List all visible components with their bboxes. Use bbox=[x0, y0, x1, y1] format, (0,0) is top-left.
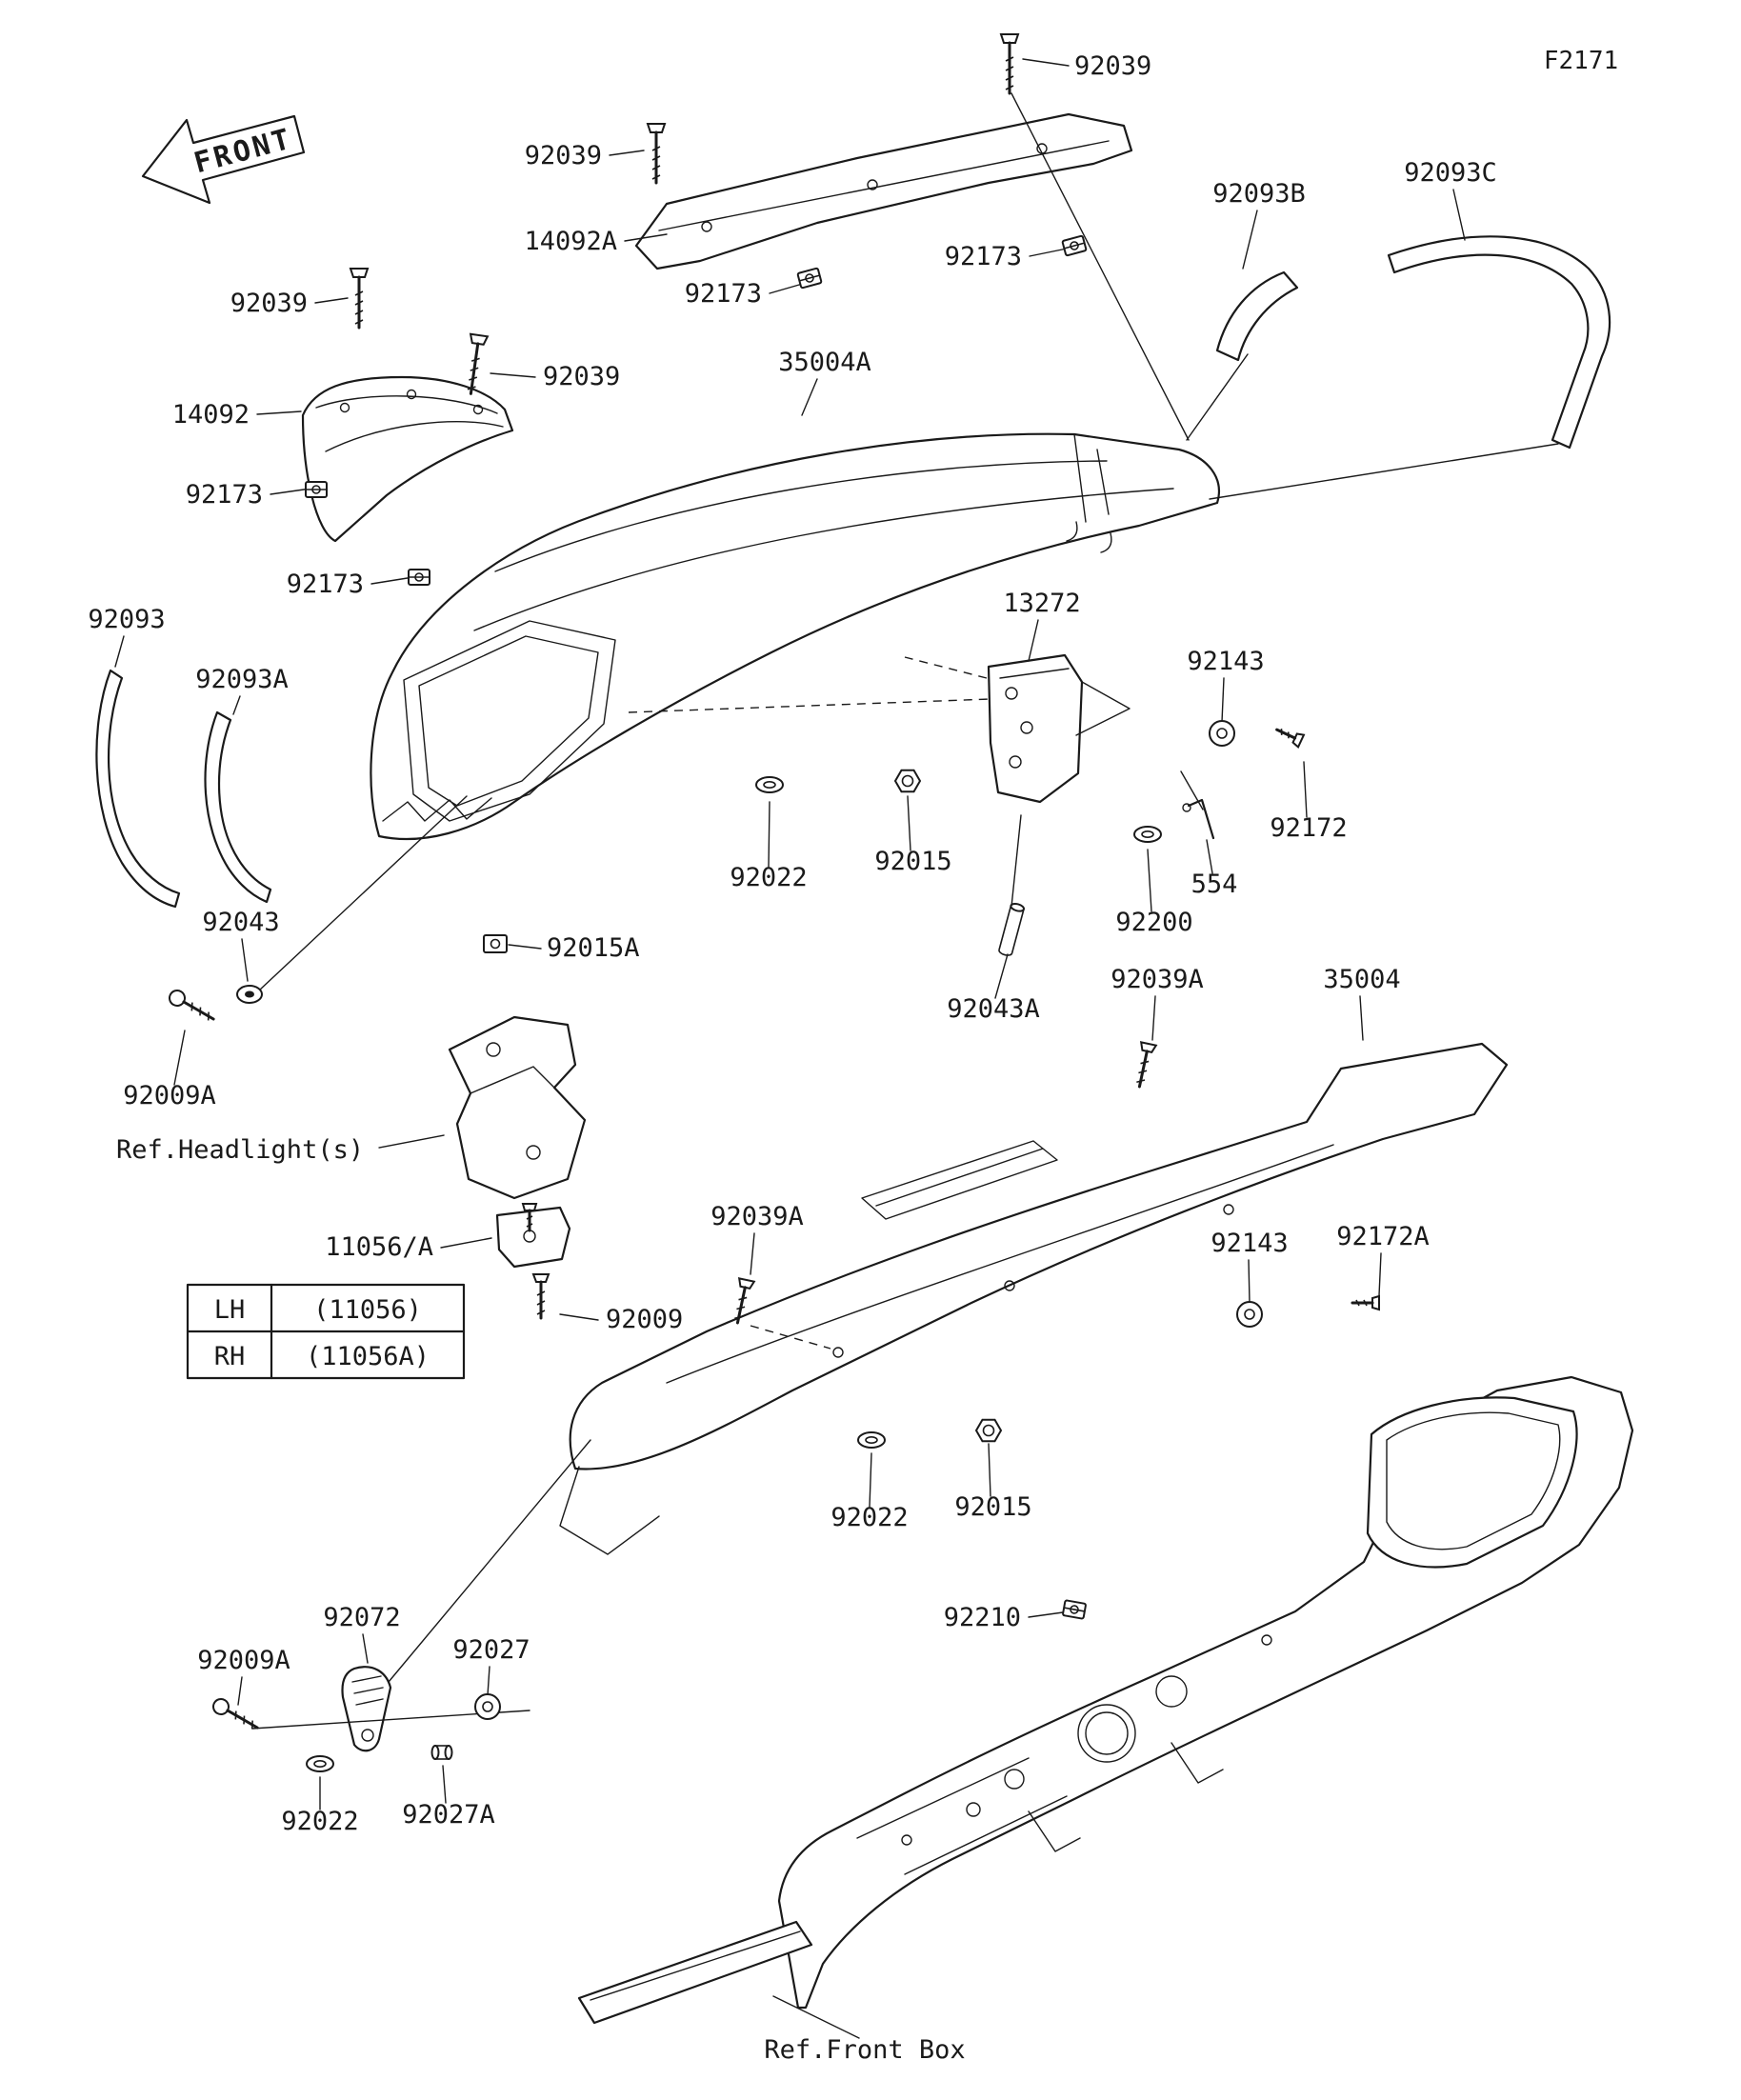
part-label-92072: 92072 bbox=[323, 1603, 400, 1632]
clip-icon-92173-b bbox=[1061, 234, 1088, 257]
part-label-92093: 92093 bbox=[88, 605, 165, 634]
washer-icon-92022-upper bbox=[755, 776, 784, 793]
clip-icon-92173-c bbox=[305, 481, 328, 498]
front-arrow-label: FRONT bbox=[190, 122, 296, 180]
part-label-92027a: 92027A bbox=[402, 1800, 495, 1830]
clip-icon-92173-d bbox=[408, 569, 430, 586]
clip-icon-92173-a bbox=[796, 267, 823, 290]
part-label-35004: 35004 bbox=[1323, 965, 1400, 994]
part-headlight-bracket bbox=[448, 1015, 587, 1200]
screw-icon-92009a-upper bbox=[165, 986, 219, 1028]
part-label-92039-brace: 92039 bbox=[525, 141, 602, 170]
part-label-92093c: 92093C bbox=[1404, 158, 1497, 188]
part-fender-cover-35004a bbox=[370, 432, 1220, 841]
screw-icon-92039a-upper bbox=[1131, 1040, 1158, 1090]
part-label-92173-c: 92173 bbox=[186, 480, 263, 510]
part-trim-92093a bbox=[204, 710, 272, 904]
washer-icon-92200 bbox=[1133, 826, 1162, 843]
figure-code: F2171 bbox=[1544, 47, 1618, 75]
part-lever-92072 bbox=[341, 1666, 392, 1752]
part-label-92009a-upper: 92009A bbox=[123, 1081, 216, 1110]
part-label-92172: 92172 bbox=[1270, 813, 1347, 843]
part-trim-92093b bbox=[1215, 270, 1299, 362]
part-label-92009a-lower: 92009A bbox=[197, 1646, 290, 1675]
washer-icon-92022-mid bbox=[857, 1431, 886, 1449]
part-label-92200: 92200 bbox=[1115, 908, 1192, 937]
part-label-92039a-upper: 92039A bbox=[1111, 965, 1204, 994]
part-bracket-13272 bbox=[987, 653, 1131, 804]
part-label-14092a: 14092A bbox=[524, 227, 617, 256]
part-label-92173-b: 92173 bbox=[945, 242, 1022, 271]
leader-lines bbox=[114, 58, 1559, 2039]
part-label-554: 554 bbox=[1191, 870, 1238, 899]
part-label-92093b: 92093B bbox=[1212, 179, 1306, 209]
part-label-92172a: 92172A bbox=[1336, 1222, 1430, 1251]
screw-icon-92039-top bbox=[999, 32, 1020, 95]
part-label-92015a: 92015A bbox=[547, 933, 640, 963]
part-label-14092: 14092 bbox=[172, 400, 250, 430]
part-label-35004a: 35004A bbox=[778, 348, 871, 377]
pin-icon-92043a bbox=[997, 901, 1026, 958]
screw-icon-92039-brace bbox=[646, 122, 667, 185]
part-front-box-panel bbox=[577, 1375, 1634, 2025]
part-label-92022-lower: 92022 bbox=[281, 1807, 358, 1836]
part-label-92173-d: 92173 bbox=[287, 570, 364, 599]
part-label-92009: 92009 bbox=[606, 1305, 683, 1334]
part-cover-14092 bbox=[301, 375, 514, 543]
part-labels: 92039 92039 14092A 92173 92173 92093B 92… bbox=[88, 51, 1496, 1836]
screw-icon-92039-cover-top bbox=[349, 267, 370, 330]
part-pin-554 bbox=[1182, 798, 1215, 840]
part-bracket-11056 bbox=[495, 1206, 571, 1269]
collar-icon-92027a bbox=[430, 1745, 453, 1760]
part-label-92039-cover-top: 92039 bbox=[230, 289, 308, 318]
part-label-92022-mid: 92022 bbox=[830, 1503, 908, 1532]
clip-icon-92210 bbox=[1061, 1599, 1088, 1620]
part-label-92043: 92043 bbox=[202, 908, 279, 937]
part-label-92143-upper: 92143 bbox=[1187, 647, 1264, 676]
part-label-92210: 92210 bbox=[944, 1603, 1021, 1632]
nut-icon-92015-mid bbox=[975, 1418, 1002, 1443]
nut-icon-92015a bbox=[483, 934, 508, 953]
part-label-92173-a: 92173 bbox=[685, 279, 762, 309]
grommet-icon-92043 bbox=[236, 985, 263, 1004]
lh-rh-table: LH (11056) RH (11056A) bbox=[186, 1283, 466, 1380]
washer-icon-92027 bbox=[474, 1693, 501, 1720]
ref-headlight-label: Ref.Headlight(s) bbox=[116, 1135, 364, 1165]
table-cell-rh: RH bbox=[214, 1342, 246, 1371]
part-label-92093a: 92093A bbox=[195, 665, 289, 694]
hardware-icons bbox=[165, 32, 1381, 1772]
part-trim-92093 bbox=[95, 669, 181, 909]
table-cell-lh-number: (11056) bbox=[313, 1295, 422, 1325]
part-label-92143-lower: 92143 bbox=[1211, 1229, 1288, 1258]
part-label-11056a: 11056/A bbox=[325, 1232, 433, 1262]
part-label-92043a: 92043A bbox=[947, 994, 1040, 1024]
screw-icon-92172a bbox=[1351, 1294, 1381, 1311]
part-label-92015-upper: 92015 bbox=[874, 847, 951, 876]
front-direction-arrow: FRONT bbox=[141, 114, 306, 205]
part-label-13272: 13272 bbox=[1003, 589, 1080, 618]
part-label-92039-cover-right: 92039 bbox=[543, 362, 620, 391]
part-windshield-brace-14092a bbox=[634, 112, 1133, 270]
screw-icon-92009 bbox=[531, 1272, 550, 1320]
washer-icon-92143-lower bbox=[1236, 1301, 1263, 1328]
screw-icon-92172 bbox=[1272, 722, 1306, 749]
part-label-92022-upper: 92022 bbox=[730, 863, 807, 892]
table-cell-rh-number: (11056A) bbox=[306, 1342, 430, 1371]
part-trim-92093c bbox=[1387, 235, 1611, 450]
part-label-92015-mid: 92015 bbox=[954, 1492, 1031, 1522]
part-label-92039a-mid: 92039A bbox=[710, 1202, 804, 1231]
part-label-92039-top: 92039 bbox=[1074, 51, 1151, 81]
washer-icon-92143-upper bbox=[1209, 720, 1235, 747]
washer-icon-92022-lower bbox=[306, 1755, 334, 1772]
nut-icon-92015-upper bbox=[894, 769, 921, 793]
ref-front-box-label: Ref.Front Box bbox=[764, 2035, 965, 2065]
part-label-92027: 92027 bbox=[452, 1635, 530, 1665]
table-cell-lh: LH bbox=[214, 1295, 246, 1325]
part-fender-35004 bbox=[559, 1042, 1509, 1555]
